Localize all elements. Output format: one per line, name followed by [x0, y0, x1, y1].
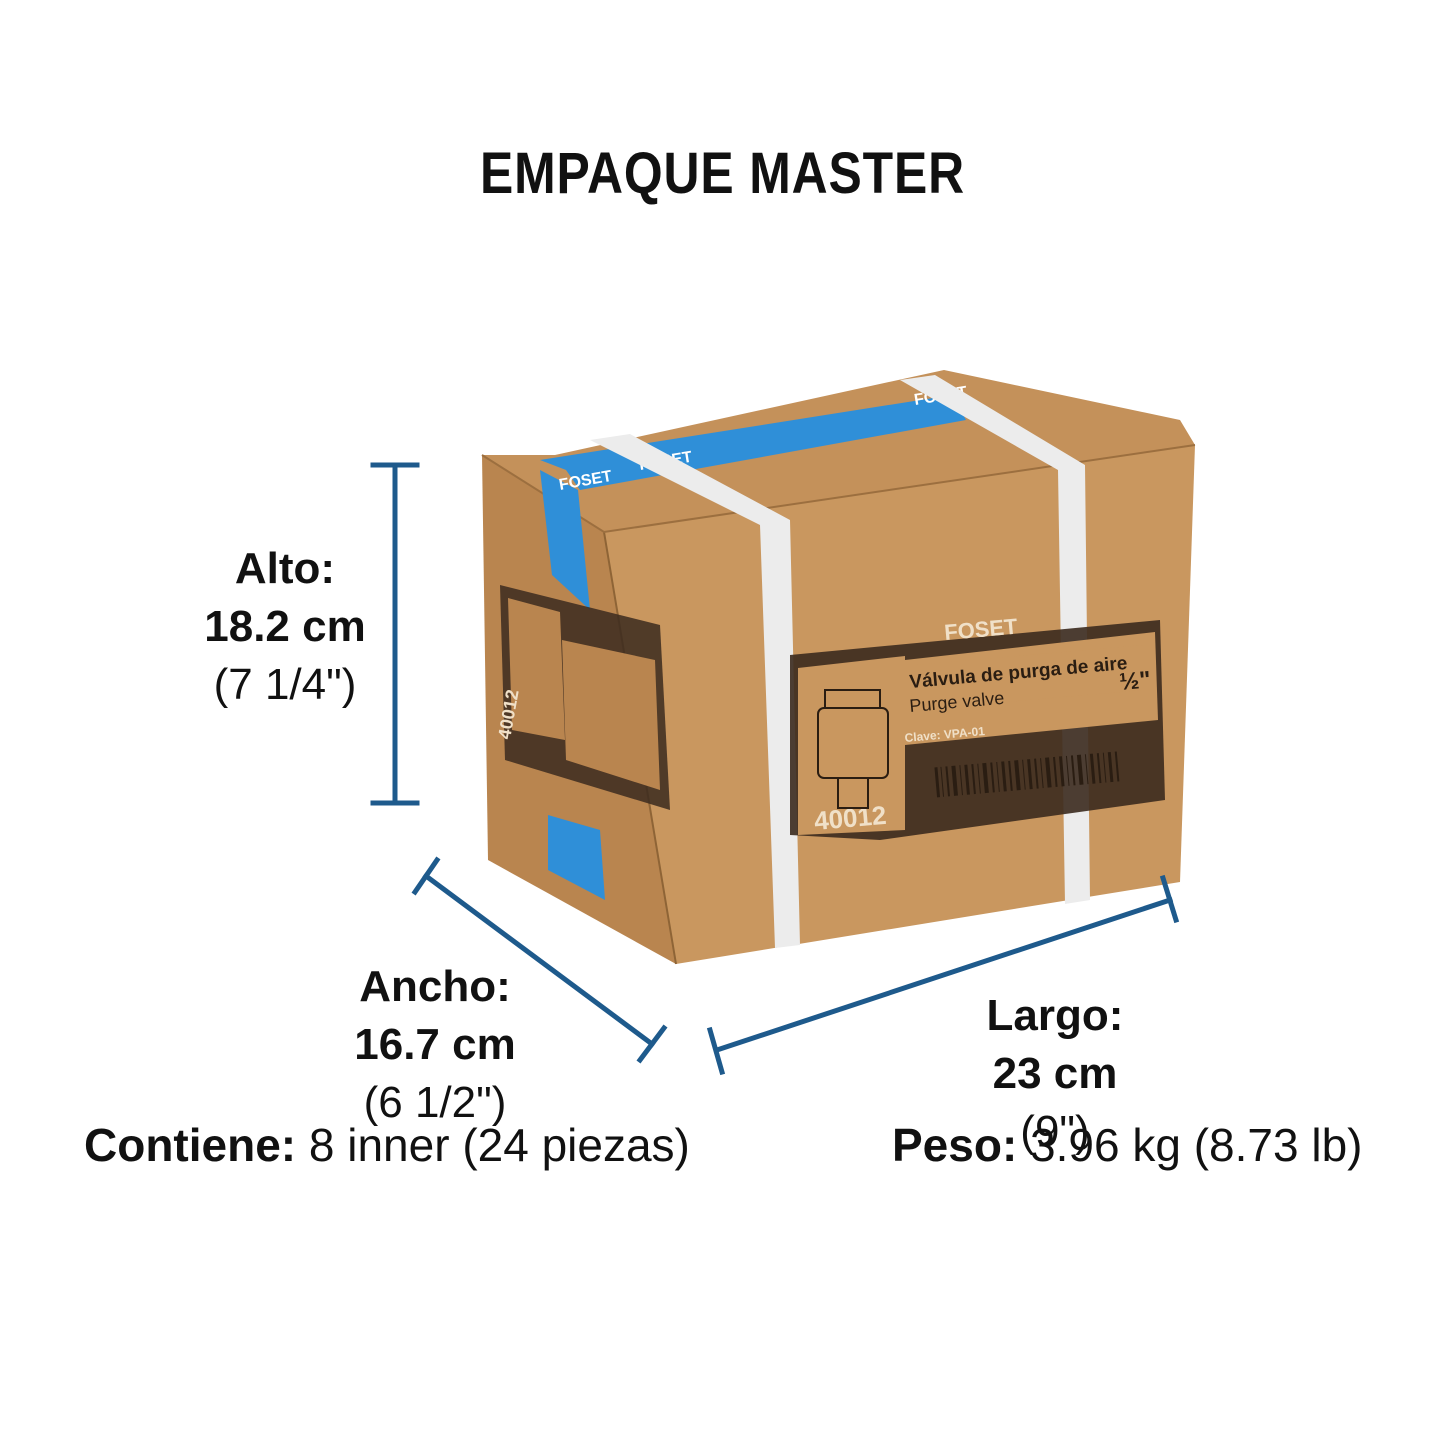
alto-metric: 18.2 cm [204, 602, 366, 651]
page-title: EMPAQUE MASTER [479, 141, 965, 206]
ancho-imperial: (6 1/2") [363, 1078, 507, 1127]
box-top-face [482, 370, 1195, 532]
largo-imperial: (9") [1020, 1107, 1090, 1156]
ancho-line [422, 872, 656, 1048]
svg-text:½": ½" [1118, 666, 1152, 696]
contents-value: 8 inner (24 piezas) [308, 1119, 690, 1171]
weight-label: Peso: [892, 1119, 1018, 1171]
valve-drawing [817, 689, 889, 809]
alto-label: Alto: [234, 544, 336, 593]
alto-dimension: Alto: 18.2 cm (7 1/4") [195, 540, 375, 714]
alto-imperial: (7 1/4") [213, 660, 357, 709]
svg-text:40012: 40012 [813, 800, 888, 836]
largo-label: Largo: [986, 991, 1124, 1040]
ancho-label: Ancho: [359, 962, 511, 1011]
side-label [500, 585, 670, 810]
weight-value: 3.96 kg (8.73 lb) [1030, 1119, 1363, 1171]
largo-metric: 23 cm [992, 1049, 1118, 1098]
strap [590, 434, 800, 948]
strap [900, 375, 1090, 904]
ancho-dimension: Ancho: 16.7 cm (6 1/2") [335, 958, 535, 1132]
largo-dimension: Largo: 23 cm (9") [960, 987, 1150, 1161]
barcode [934, 751, 1120, 798]
largo-line [713, 896, 1174, 1054]
dimension-lines [370, 462, 1180, 1076]
weight-info: Peso: 3.96 kg (8.73 lb) [892, 1118, 1362, 1172]
ancho-metric: 16.7 cm [354, 1020, 516, 1069]
contents-info: Contiene: 8 inner (24 piezas) [84, 1118, 690, 1172]
contents-label: Contiene: [84, 1119, 297, 1171]
